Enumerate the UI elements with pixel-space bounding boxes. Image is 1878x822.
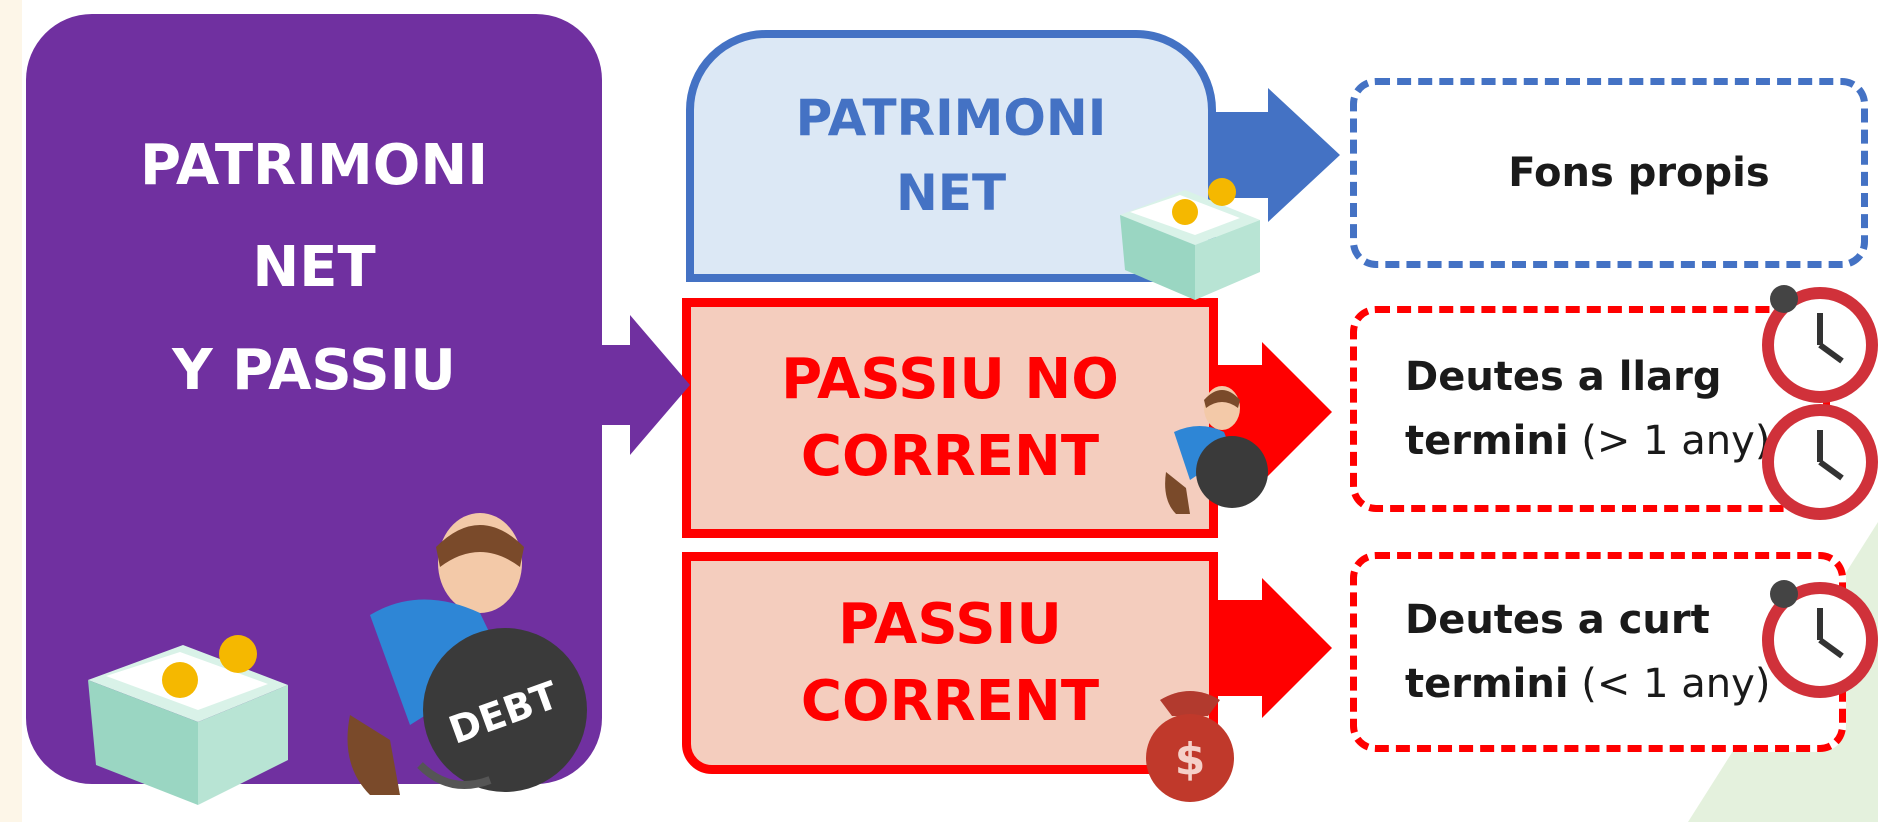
debt-prisoner-icon: DEBT — [347, 513, 587, 795]
fons-propis-box: Fons propis — [1350, 78, 1868, 268]
passiu-corrent-box: PASSIU CORRENT — [682, 552, 1218, 774]
deutes-llarg-termini: termini — [1405, 418, 1569, 464]
arrow-main-to-passiu — [600, 315, 690, 455]
patrimoni-net-line1: PATRIMONI — [795, 89, 1107, 147]
alarm-clock-icon — [1762, 285, 1878, 403]
passiu-corrent-line1: PASSIU — [838, 591, 1062, 657]
fons-propis-text: Fons propis — [1508, 150, 1770, 196]
main-box-line1: PATRIMONI — [139, 133, 489, 198]
deutes-curt-line1: Deutes a curt — [1405, 597, 1710, 643]
money-bag-icon: $ — [1146, 691, 1234, 802]
deutes-curt-period: (< 1 any) — [1568, 661, 1771, 707]
passiu-no-corrent-line2: CORRENT — [800, 424, 1100, 489]
alarm-clock-icon — [1762, 404, 1878, 520]
deutes-curt-termini: termini — [1405, 661, 1569, 707]
deutes-llarg-termini-box: Deutes a llarg termini (> 1 any) — [1350, 306, 1830, 512]
passiu-no-corrent-box: PASSIU NO CORRENT — [682, 298, 1218, 538]
main-box-line2: NET — [252, 235, 376, 301]
money-box-icon — [1120, 178, 1260, 300]
patrimoni-net-box: PATRIMONI NET — [686, 30, 1216, 282]
money-box-icon — [88, 635, 288, 805]
debt-prisoner-icon — [1165, 386, 1268, 514]
passiu-corrent-line2: CORRENT — [800, 669, 1100, 734]
deutes-llarg-line1: Deutes a llarg — [1405, 354, 1722, 400]
patrimoni-net-line2: NET — [895, 164, 1007, 222]
arrow-pn-to-fons-propis — [1210, 88, 1340, 222]
deutes-curt-line2: termini (< 1 any) — [1405, 652, 1839, 716]
deutes-llarg-line2: termini (> 1 any) — [1405, 409, 1823, 473]
main-box-line3: Y PASSIU — [172, 337, 456, 403]
passiu-no-corrent-line1: PASSIU NO — [781, 346, 1119, 412]
alarm-clock-icon — [1762, 580, 1878, 698]
money-bag-label: $ — [1175, 734, 1206, 785]
deutes-llarg-period: (> 1 any) — [1568, 418, 1771, 464]
arrow-pc-to-deutes-curt — [1210, 578, 1332, 718]
